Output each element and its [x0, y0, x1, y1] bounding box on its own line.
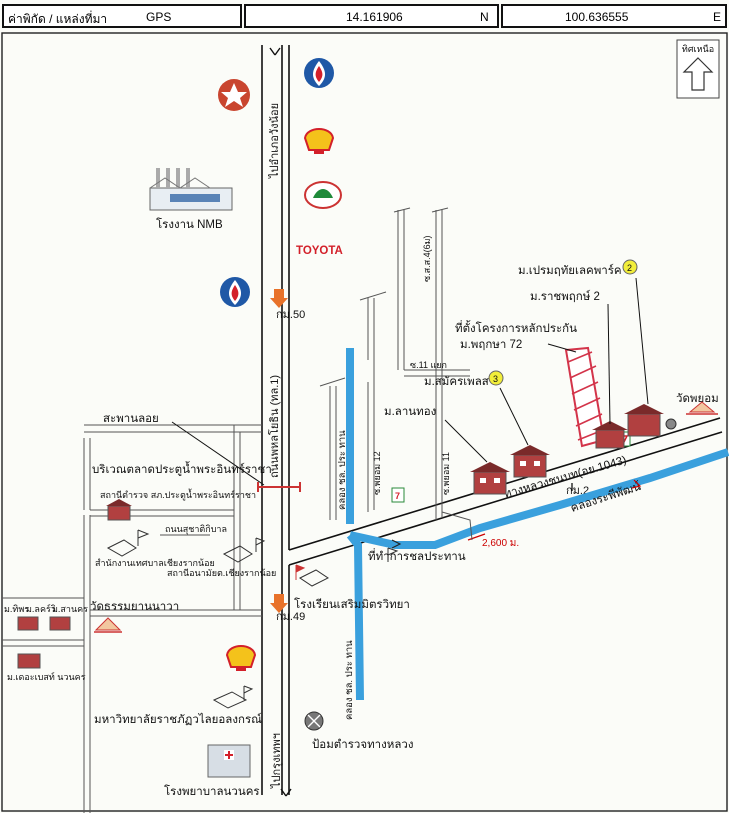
- temple-phayom-icon: [686, 401, 718, 415]
- irrigation-flag-icon: [387, 547, 399, 562]
- canal-lower-label: คลอง ชล. ประ ทาน: [344, 640, 355, 720]
- soi-roads: [319, 207, 473, 541]
- toyota-label: TOYOTA: [296, 245, 343, 257]
- police-station-icon: [106, 499, 132, 521]
- coord-source: GPS: [146, 10, 172, 24]
- project-label-line1: ที่ตั้งโครงการหลักประกัน: [455, 320, 577, 335]
- moo-lakeview-label: ม.ลคร์วิ: [26, 603, 56, 614]
- moo-city-label: ม.เดอะเบสท์ นวนคร: [7, 671, 86, 682]
- moo-ratchaphruek-label: ม.ราชพฤกษ์ 2: [530, 289, 600, 303]
- village-lanthong-icon: [470, 462, 510, 495]
- latitude-cell: 14.161906 N: [244, 4, 499, 28]
- ptt-icon-west: [220, 277, 250, 307]
- nmb-label: โรงงาน NMB: [156, 217, 223, 231]
- soi11-junction-label: ซ.11 แยก: [410, 360, 447, 370]
- health-station-flag-icon: [222, 537, 266, 563]
- moo-lanthong-label: ม.ลานทอง: [384, 406, 436, 418]
- map-frame: [1, 32, 728, 812]
- latitude-dir: N: [480, 10, 489, 24]
- moo-sanakorn-label: ม.สานคร: [52, 604, 88, 614]
- ptt-icon-north: [304, 58, 334, 88]
- police-box-label: ป้อมตำรวจทางหลวง: [312, 738, 413, 751]
- west-local-roads: [2, 424, 262, 813]
- coordinate-header: ค่าพิกัด / แหล่งที่มา GPS 14.161906 N 10…: [0, 0, 729, 30]
- seven-eleven-label: 7: [395, 491, 400, 501]
- market-area-label: บริเวณตลาดประตูน้ำพระอินทร์ราชา: [92, 461, 272, 476]
- university-icon: [212, 685, 254, 709]
- north-arrow: ทิศเหนือ: [676, 39, 720, 99]
- health-station-label: สถานีอนามัยต.เชียงรากน้อย: [167, 568, 276, 578]
- canal-upper-label: คลอง ชล. ประ ทาน: [337, 430, 348, 510]
- coord-source-cell: ค่าพิกัด / แหล่งที่มา GPS: [2, 4, 242, 28]
- longitude-cell: 100.636555 E: [501, 4, 727, 28]
- temple-yannawa-icon: [94, 617, 122, 633]
- caltex-icon: [218, 79, 250, 111]
- moo-samakorn-label: ม.สมัครเพลส: [424, 376, 489, 388]
- north-direction-arrow-icon: [269, 47, 281, 56]
- north-arrow-icon: [682, 57, 714, 91]
- coord-label: ค่าพิกัด / แหล่งที่มา: [8, 12, 108, 26]
- north-label: ทิศเหนือ: [682, 44, 714, 54]
- km50-label: กม.50: [276, 309, 305, 321]
- village-samakorn-icon: [510, 445, 550, 478]
- nmb-factory-icon: [149, 168, 233, 211]
- wangnoi-office-label: สำนักงานเทศบาลเชียงรากน้อย: [95, 558, 215, 568]
- suchart-road-label: ถนนสุชาติกิบาล: [165, 524, 227, 535]
- police-station-label: สถานีตำรวจ สภ.ประตูน้ำพระอินทร์ราชา: [100, 488, 256, 501]
- canal-east: [349, 448, 729, 549]
- irrigation-office-label: ที่ทำการชลประทาน: [368, 548, 466, 563]
- temple-yannawa-label: วัดธรรมยานนาวา: [90, 601, 179, 613]
- moo-premruethai-label: ม.เปรมฤทัยเลคพาร์ค: [518, 263, 622, 277]
- soi11-label: ซ.พยอม 11: [441, 452, 451, 495]
- project-label-line2: ม.พฤกษา 72: [460, 339, 522, 351]
- south-direction-arrow-icon: [280, 788, 292, 797]
- bridge-label: สะพานลอย: [103, 413, 159, 425]
- shell-icon-north: [303, 128, 335, 154]
- highway-1: [261, 45, 292, 797]
- km50-marker: กม.50: [270, 289, 305, 321]
- university-label: มหาวิทยาลัยราชภัฏวไลยอลงกรณ์: [94, 712, 262, 726]
- canal-south: [346, 532, 364, 701]
- moo-samakorn-number: 3: [493, 374, 498, 384]
- moo-premruethai-number: 2: [627, 263, 632, 273]
- school-icon: [295, 564, 329, 587]
- shell-icon-south: [225, 645, 257, 671]
- km49-label: กม.49: [276, 611, 305, 623]
- village-thiphon-icon: [17, 616, 71, 631]
- soi-sss-label: ซ.ส.ส.4(6ม): [422, 235, 432, 282]
- seven-eleven-icon: 7: [391, 487, 405, 503]
- bridge: [171, 421, 301, 492]
- office-flag-icon: [106, 529, 150, 557]
- distance-label: 2,600 ม.: [482, 538, 519, 549]
- route-direction-arrow-icon: [631, 479, 642, 489]
- hospital-icon: [207, 744, 251, 778]
- hospital-label: โรงพยาบาลนวนคร: [164, 784, 260, 798]
- temple-phayom-label: วัดพยอม: [676, 393, 719, 405]
- village-premruethai-icon: [624, 404, 677, 437]
- moo-thiphon-label: ม.ทิพร: [4, 604, 29, 614]
- soi12-label: ซ.พยอม 12: [372, 451, 382, 495]
- moo-premruethai-badge: [622, 259, 638, 275]
- latitude-value: 14.161906: [346, 10, 403, 24]
- village-city-icon: [17, 653, 41, 669]
- longitude-value: 100.636555: [565, 10, 629, 24]
- village-ratchaphruek-icon: [592, 421, 628, 449]
- school-label: โรงเรียนเสริมมิตรวิทยา: [294, 597, 410, 611]
- to-south-label: ไปกรุงเทพฯ: [270, 733, 283, 789]
- km49-marker-icon: [270, 594, 288, 613]
- police-box-icon: [304, 711, 324, 731]
- kasikorn-icon: [304, 181, 342, 209]
- km49-marker: กม.49: [270, 594, 305, 623]
- to-north-label: ไปอำเภอวังน้อย: [268, 103, 281, 179]
- km50-marker-icon: [270, 289, 288, 308]
- moo-samakorn-badge: [488, 370, 504, 386]
- longitude-dir: E: [713, 10, 722, 24]
- highway-label: ถนนพหลโยธิน (ทล.1): [267, 375, 281, 478]
